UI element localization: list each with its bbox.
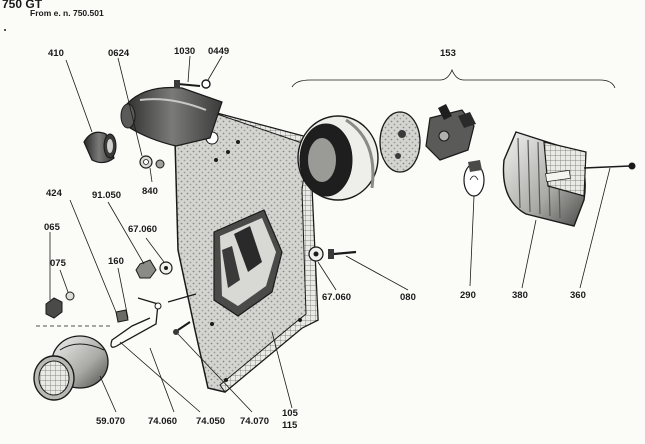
label-065: 065 [44, 222, 61, 233]
label-91050: 91.050 [92, 190, 121, 201]
label-67060-upper: 67.060 [128, 224, 157, 235]
label-74060: 74.060 [148, 416, 177, 427]
label-1030: 1030 [174, 46, 195, 57]
label-59070: 59.070 [96, 416, 125, 427]
speck-mark [4, 29, 6, 31]
label-0624: 0624 [108, 48, 130, 59]
label-290: 290 [460, 290, 476, 301]
label-080: 080 [400, 292, 416, 303]
label-075: 075 [50, 258, 67, 269]
label-105: 105 [282, 408, 299, 419]
label-0449: 0449 [208, 46, 229, 57]
label-840: 840 [142, 186, 158, 197]
mounting-arm-part [120, 86, 223, 147]
label-153: 153 [440, 48, 456, 59]
small-screw-nut-part [36, 291, 110, 327]
group-153-bracket [291, 68, 616, 89]
screw-74070-part [173, 321, 191, 335]
lamp-housing-part [297, 115, 379, 201]
leader-lines [49, 55, 611, 413]
screw-080-part [308, 246, 357, 262]
label-360: 360 [570, 290, 586, 301]
lamp-lens-part [502, 131, 587, 227]
screw-1030-part [174, 79, 211, 89]
lamp-backplate-part [379, 111, 421, 173]
lamp-bracket-part [110, 293, 197, 348]
label-74070: 74.070 [240, 416, 269, 427]
plate-holder-part [174, 109, 319, 393]
nut-washer-group [135, 259, 173, 279]
from-engine-number: From e. n. 750.501 [30, 8, 104, 18]
label-424: 424 [46, 188, 63, 199]
bulb-part [463, 160, 485, 197]
label-67060-lower: 67.060 [322, 292, 351, 303]
label-380: 380 [512, 290, 528, 301]
model-title: 750 GT [2, 0, 43, 11]
long-screw-part [583, 162, 636, 170]
reflector-lamp-part [33, 335, 109, 401]
label-160: 160 [108, 256, 124, 267]
label-74050: 74.050 [196, 416, 225, 427]
sleeve-part [83, 131, 117, 164]
label-115: 115 [282, 420, 298, 431]
bulb-holder-part [425, 104, 476, 161]
label-410: 410 [48, 48, 64, 59]
washer-part [139, 155, 165, 169]
